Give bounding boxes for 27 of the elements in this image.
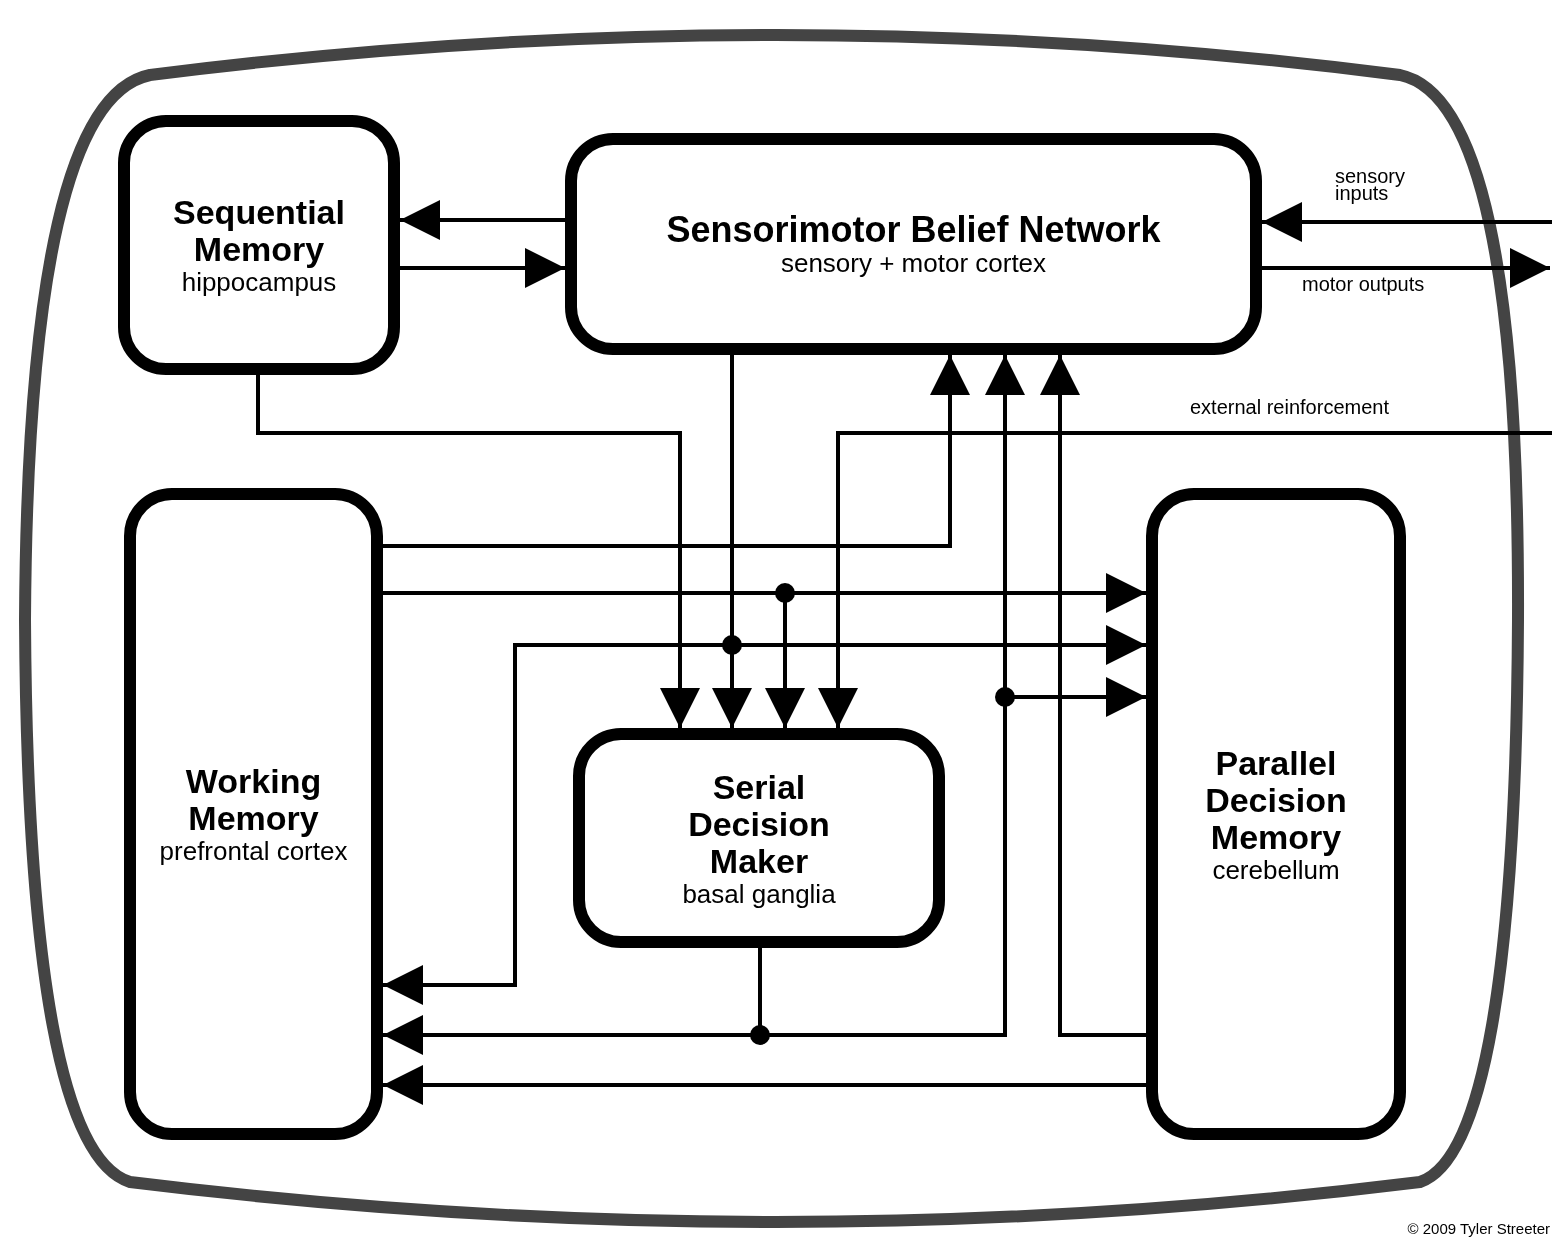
connector-arrow xyxy=(400,200,565,240)
connector-arrow xyxy=(1262,248,1550,288)
node-title: Working Memory xyxy=(184,763,323,837)
connector-arrow xyxy=(383,355,970,548)
connector-arrow xyxy=(1040,355,1146,1037)
connector-arrow xyxy=(256,375,700,728)
connector-arrow xyxy=(818,431,1552,728)
node-subtitle: hippocampus xyxy=(181,268,337,296)
connector-arrow xyxy=(1262,202,1552,242)
node-title: Parallel Decision Memory xyxy=(1204,744,1348,856)
rounded-box xyxy=(124,488,383,1140)
node-title: Sensorimotor Belief Network xyxy=(666,211,1161,249)
rounded-box xyxy=(565,133,1262,355)
copyright-note: © 2009 Tyler Streeter xyxy=(1407,1219,1550,1239)
rounded-box xyxy=(1146,488,1406,1140)
node-title: Serial Decision Maker xyxy=(687,768,831,880)
node-title: Sequential Memory xyxy=(172,194,346,268)
rounded-box xyxy=(573,728,945,948)
connector-arrow xyxy=(400,248,565,288)
node-subtitle: basal ganglia xyxy=(682,879,836,908)
node-subtitle: sensory + motor cortex xyxy=(780,249,1047,277)
rounded-box xyxy=(118,115,400,375)
connector-arrow xyxy=(383,1065,1146,1105)
edge-label: external reinforcement xyxy=(1190,399,1389,416)
node-subtitle: cerebellum xyxy=(1212,855,1340,884)
node-subtitle: prefrontal cortex xyxy=(159,837,348,865)
edge-label: motor outputs xyxy=(1302,276,1425,293)
